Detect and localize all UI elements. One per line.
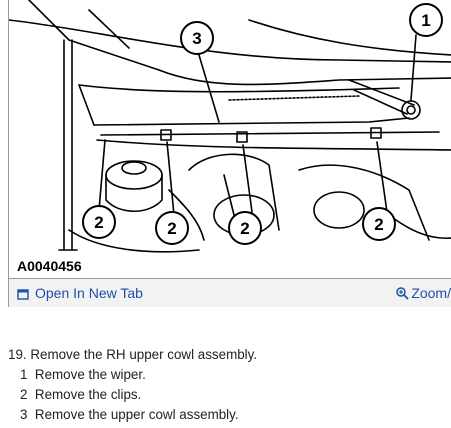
callout-1: 1 [421,11,430,30]
callout-2b: 2 [167,219,176,238]
substep-2: 2 Remove the clips. [20,387,142,402]
callout-2d: 2 [374,215,383,234]
zoom-icon [396,287,409,300]
open-in-new-tab-button[interactable]: Open In New Tab [17,285,143,301]
step-19: 19. Remove the RH upper cowl assembly. [8,347,258,362]
callout-2a: 2 [94,213,103,232]
open-in-new-tab-label: Open In New Tab [35,285,143,301]
substep-1: 1 Remove the wiper. [20,367,146,382]
zoom-label: Zoom/ [411,285,451,301]
new-tab-icon [17,287,29,300]
zoom-button[interactable]: Zoom/ [396,285,451,301]
diagram-figure: 1 3 2 2 2 2 A0040456 [8,0,451,279]
callout-2c: 2 [240,219,249,238]
substep-3: 3 Remove the upper cowl assembly. [20,407,239,422]
callout-3: 3 [192,29,201,48]
cowl-assembly-illustration: 1 3 2 2 2 2 [9,0,451,253]
instruction-steps: 19. Remove the RH upper cowl assembly. 1… [8,345,448,425]
figure-toolbar: Open In New Tab Zoom/ [8,279,451,307]
figure-id-label: A0040456 [17,258,82,274]
